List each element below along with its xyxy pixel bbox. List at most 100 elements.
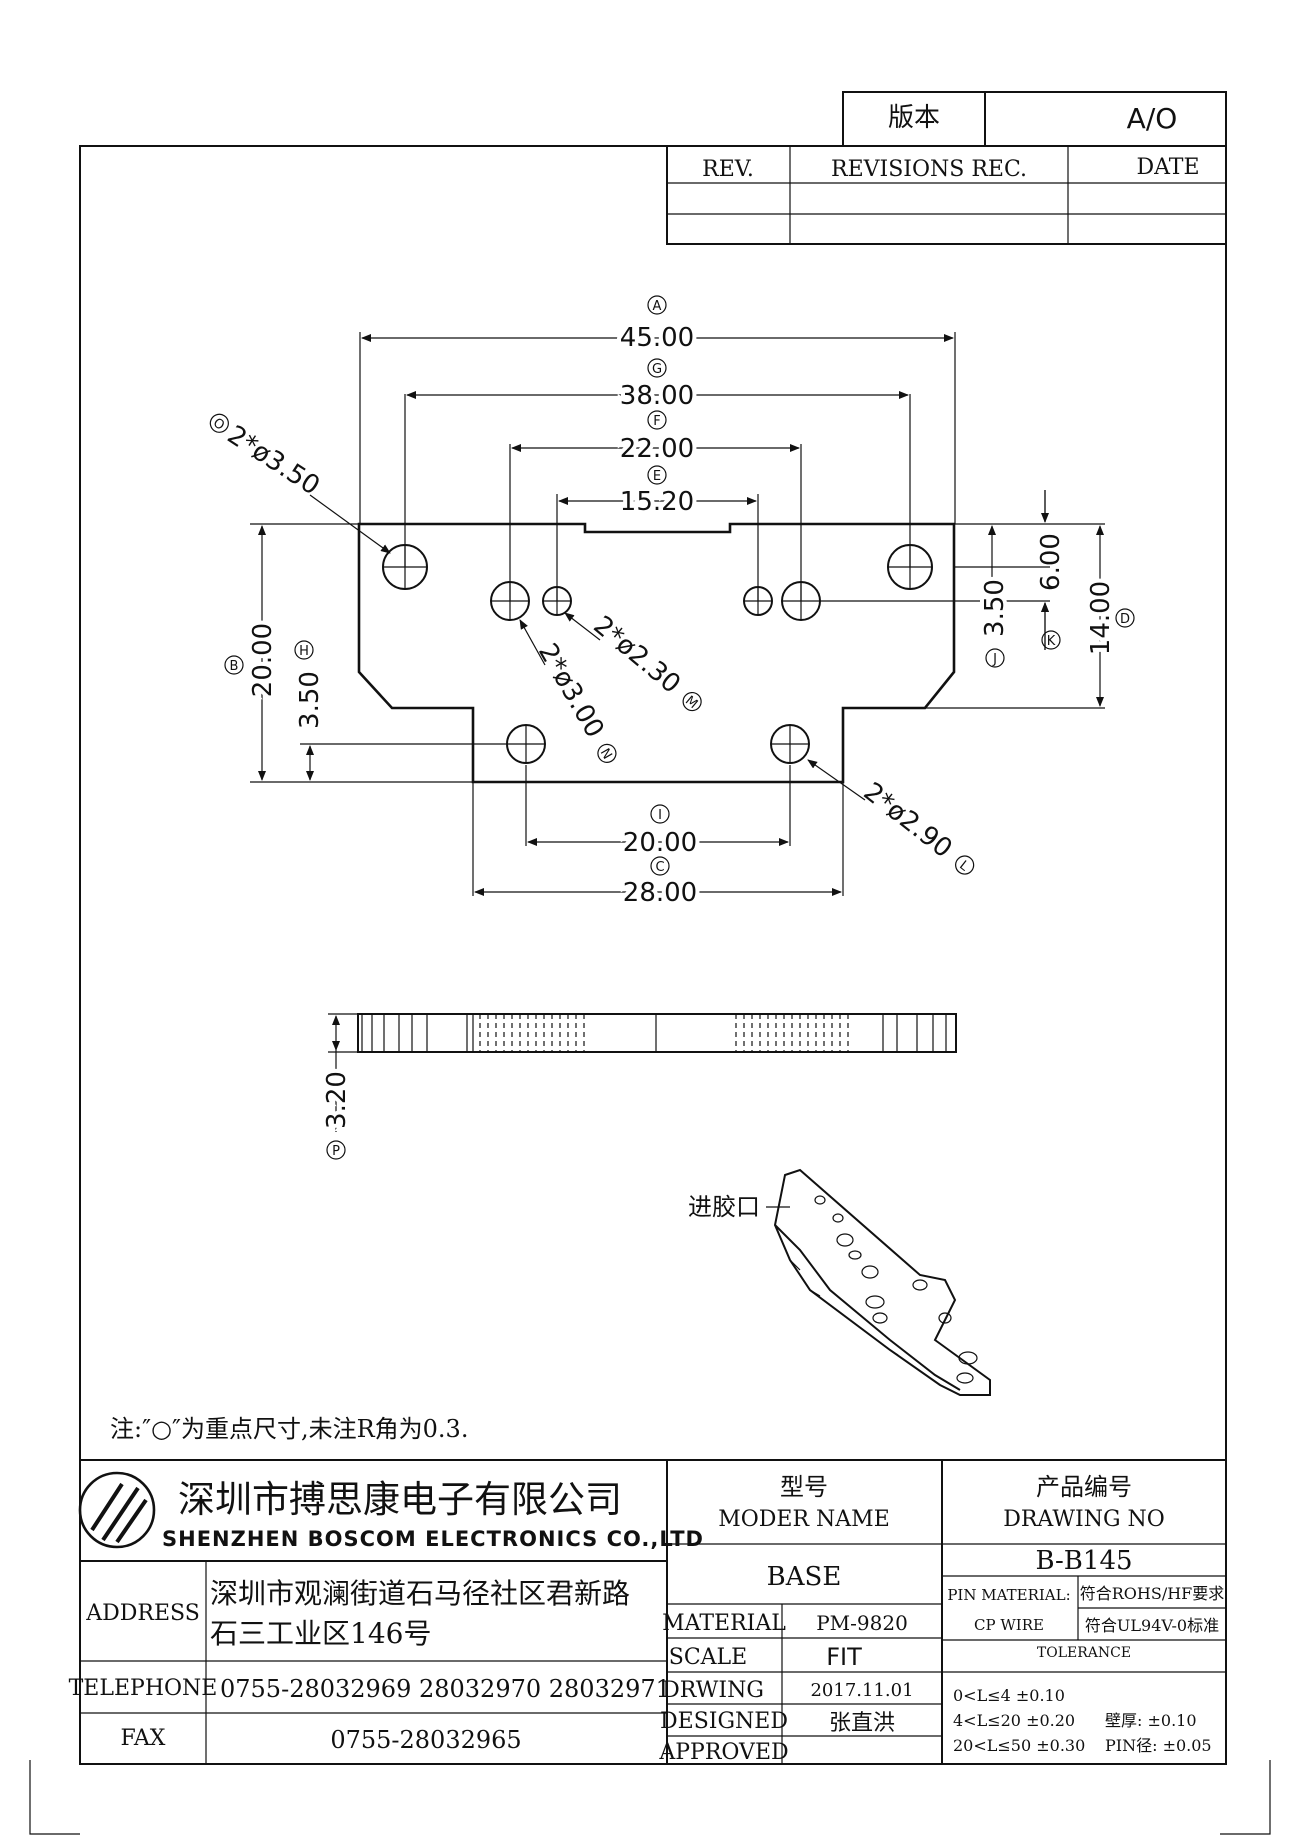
svg-text:H: H <box>299 644 309 659</box>
callout-l-text: 2*ø2.90 <box>858 777 958 864</box>
dim-b: B 20.00 <box>224 619 282 701</box>
dim-d-value: 14.00 <box>1086 581 1116 655</box>
dim-e-value: 15.20 <box>620 487 694 517</box>
model-label-cn: 型号 <box>780 1473 828 1501</box>
callout-n-text: 2*ø3.00 <box>532 639 610 743</box>
callout-o-text: 2*ø3.50 <box>222 420 325 501</box>
svg-text:A: A <box>653 299 662 314</box>
dim-i: I 20.00 <box>619 804 701 862</box>
drwing-value: 2017.11.01 <box>810 1680 913 1701</box>
model-value: BASE <box>767 1562 842 1592</box>
company-logo-icon <box>78 1471 156 1549</box>
dim-f: F 22.00 <box>616 410 698 468</box>
callout-m-text: 2*ø2.30 <box>588 610 686 699</box>
svg-text:J: J <box>992 652 997 667</box>
tolerance-row-2: 4<L≤20 ±0.20 <box>953 1711 1075 1730</box>
tolerance-row-3: 20<L≤50 ±0.30 <box>953 1736 1085 1755</box>
tolerance-row-1: 0<L≤4 ±0.10 <box>953 1686 1065 1705</box>
dim-e: E 15.20 <box>616 465 698 521</box>
company-name-en: SHENZHEN BOSCOM ELECTRONICS CO.,LTD <box>162 1527 704 1551</box>
approved-label: APPROVED <box>658 1740 788 1765</box>
dim-k: K 6.00 <box>1036 533 1066 650</box>
material-value: PM-9820 <box>816 1611 908 1635</box>
svg-text:E: E <box>653 469 661 484</box>
svg-text:B: B <box>230 659 239 674</box>
version-box: 版本 A/O <box>842 91 1227 147</box>
dim-h-value: 3.50 <box>295 671 325 729</box>
dim-a-value: 45.00 <box>620 323 694 353</box>
dim-a: A 45.00 <box>616 295 698 357</box>
dim-j: J 3.50 <box>976 575 1014 668</box>
designed-value: 张直洪 <box>829 1711 895 1736</box>
rohs-requirement: 符合ROHS/HF要求 <box>1080 1584 1225 1603</box>
callout-m: 2*ø2.30 M <box>588 610 702 712</box>
ul94-requirement: 符合UL94V-0标准 <box>1085 1616 1219 1635</box>
dim-c-value: 28.00 <box>623 878 697 908</box>
drawing-no-label-cn: 产品编号 <box>1036 1473 1132 1501</box>
title-block: 深圳市搏思康电子有限公司 SHENZHEN BOSCOM ELECTRONICS… <box>69 1459 1226 1765</box>
dim-d: D 14.00 <box>1082 577 1135 659</box>
revisions-rec-header: REVISIONS REC. <box>831 157 1027 182</box>
leader-l <box>807 759 866 801</box>
dim-p-value: 3.20 <box>322 1071 352 1129</box>
version-label: 版本 <box>888 103 940 133</box>
callout-n: 2*ø3.00 N <box>532 639 617 763</box>
fax-label: FAX <box>121 1726 166 1751</box>
dim-i-value: 20.00 <box>623 828 697 858</box>
revision-table: REV. REVISIONS REC. DATE <box>666 145 1227 245</box>
svg-text:F: F <box>653 414 660 429</box>
svg-text:I: I <box>658 808 662 823</box>
company-name-cn: 深圳市搏思康电子有限公司 <box>178 1478 622 1521</box>
address-label: ADDRESS <box>85 1601 200 1626</box>
leader-n <box>519 619 546 666</box>
leader-o <box>309 494 391 554</box>
drawing-no-value: B-B145 <box>1035 1546 1132 1576</box>
pin-material-label: PIN MATERIAL: <box>947 1586 1070 1604</box>
svg-text:D: D <box>1120 612 1130 627</box>
callout-l: 2*ø2.90 L <box>858 777 975 875</box>
callout-o: O 2*ø3.50 <box>209 413 325 501</box>
drawing-border <box>79 145 1227 1765</box>
crop-marks <box>29 1760 1271 1835</box>
pin-tolerance: PIN径: ±0.05 <box>1105 1736 1212 1755</box>
drawing-note: 注:″○″为重点尺寸,未注R角为0.3. <box>110 1415 468 1443</box>
drwing-label: DRWING <box>662 1678 764 1703</box>
svg-text:G: G <box>652 362 662 377</box>
svg-text:C: C <box>655 860 664 875</box>
cp-wire-label: CP WIRE <box>974 1616 1044 1634</box>
leader-m <box>564 612 601 641</box>
version-value: A/O <box>1127 102 1178 135</box>
address-line2: 石三工业区146号 <box>210 1617 431 1650</box>
telephone-value: 0755-28032969 28032970 28032971 <box>220 1675 671 1703</box>
top-view: A 45.00 G 38.00 F 22.00 E 15.20 B 20.00 … <box>209 295 1135 912</box>
dim-b-value: 20.00 <box>248 623 278 697</box>
drawing-no-label-en: DRAWING NO <box>1003 1507 1165 1532</box>
dim-p: 3.20 P <box>318 1067 356 1160</box>
wall-tolerance: 壁厚: ±0.10 <box>1105 1711 1197 1730</box>
svg-text:K: K <box>1047 634 1056 649</box>
dim-f-value: 22.00 <box>620 434 694 464</box>
telephone-label: TELEPHONE <box>69 1676 218 1701</box>
svg-text:P: P <box>332 1144 340 1159</box>
hole-l-left <box>506 724 546 764</box>
dim-j-value: 3.50 <box>980 579 1010 637</box>
hole-l-right <box>770 724 810 764</box>
side-view: 3.20 P <box>318 1013 957 1160</box>
date-header: DATE <box>1136 155 1199 180</box>
dim-c: C 28.00 <box>619 856 701 912</box>
isometric-view: 进胶口 <box>688 1168 991 1396</box>
model-label-en: MODER NAME <box>718 1507 890 1532</box>
scale-value: FIT <box>826 1643 862 1671</box>
designed-label: DESIGNED <box>660 1709 788 1734</box>
address-line1: 深圳市观澜街道石马径社区君新路 <box>210 1577 630 1610</box>
scale-label: SCALE <box>669 1645 747 1670</box>
dim-h: H 3.50 <box>291 640 329 733</box>
dim-g-value: 38.00 <box>620 381 694 411</box>
extension-lines <box>250 332 1105 896</box>
material-label: MATERIAL <box>662 1611 786 1636</box>
tolerance-label: TOLERANCE <box>1037 1645 1131 1661</box>
dim-g: G 38.00 <box>616 358 698 415</box>
rev-header: REV. <box>702 157 754 182</box>
fax-value: 0755-28032965 <box>330 1726 521 1754</box>
